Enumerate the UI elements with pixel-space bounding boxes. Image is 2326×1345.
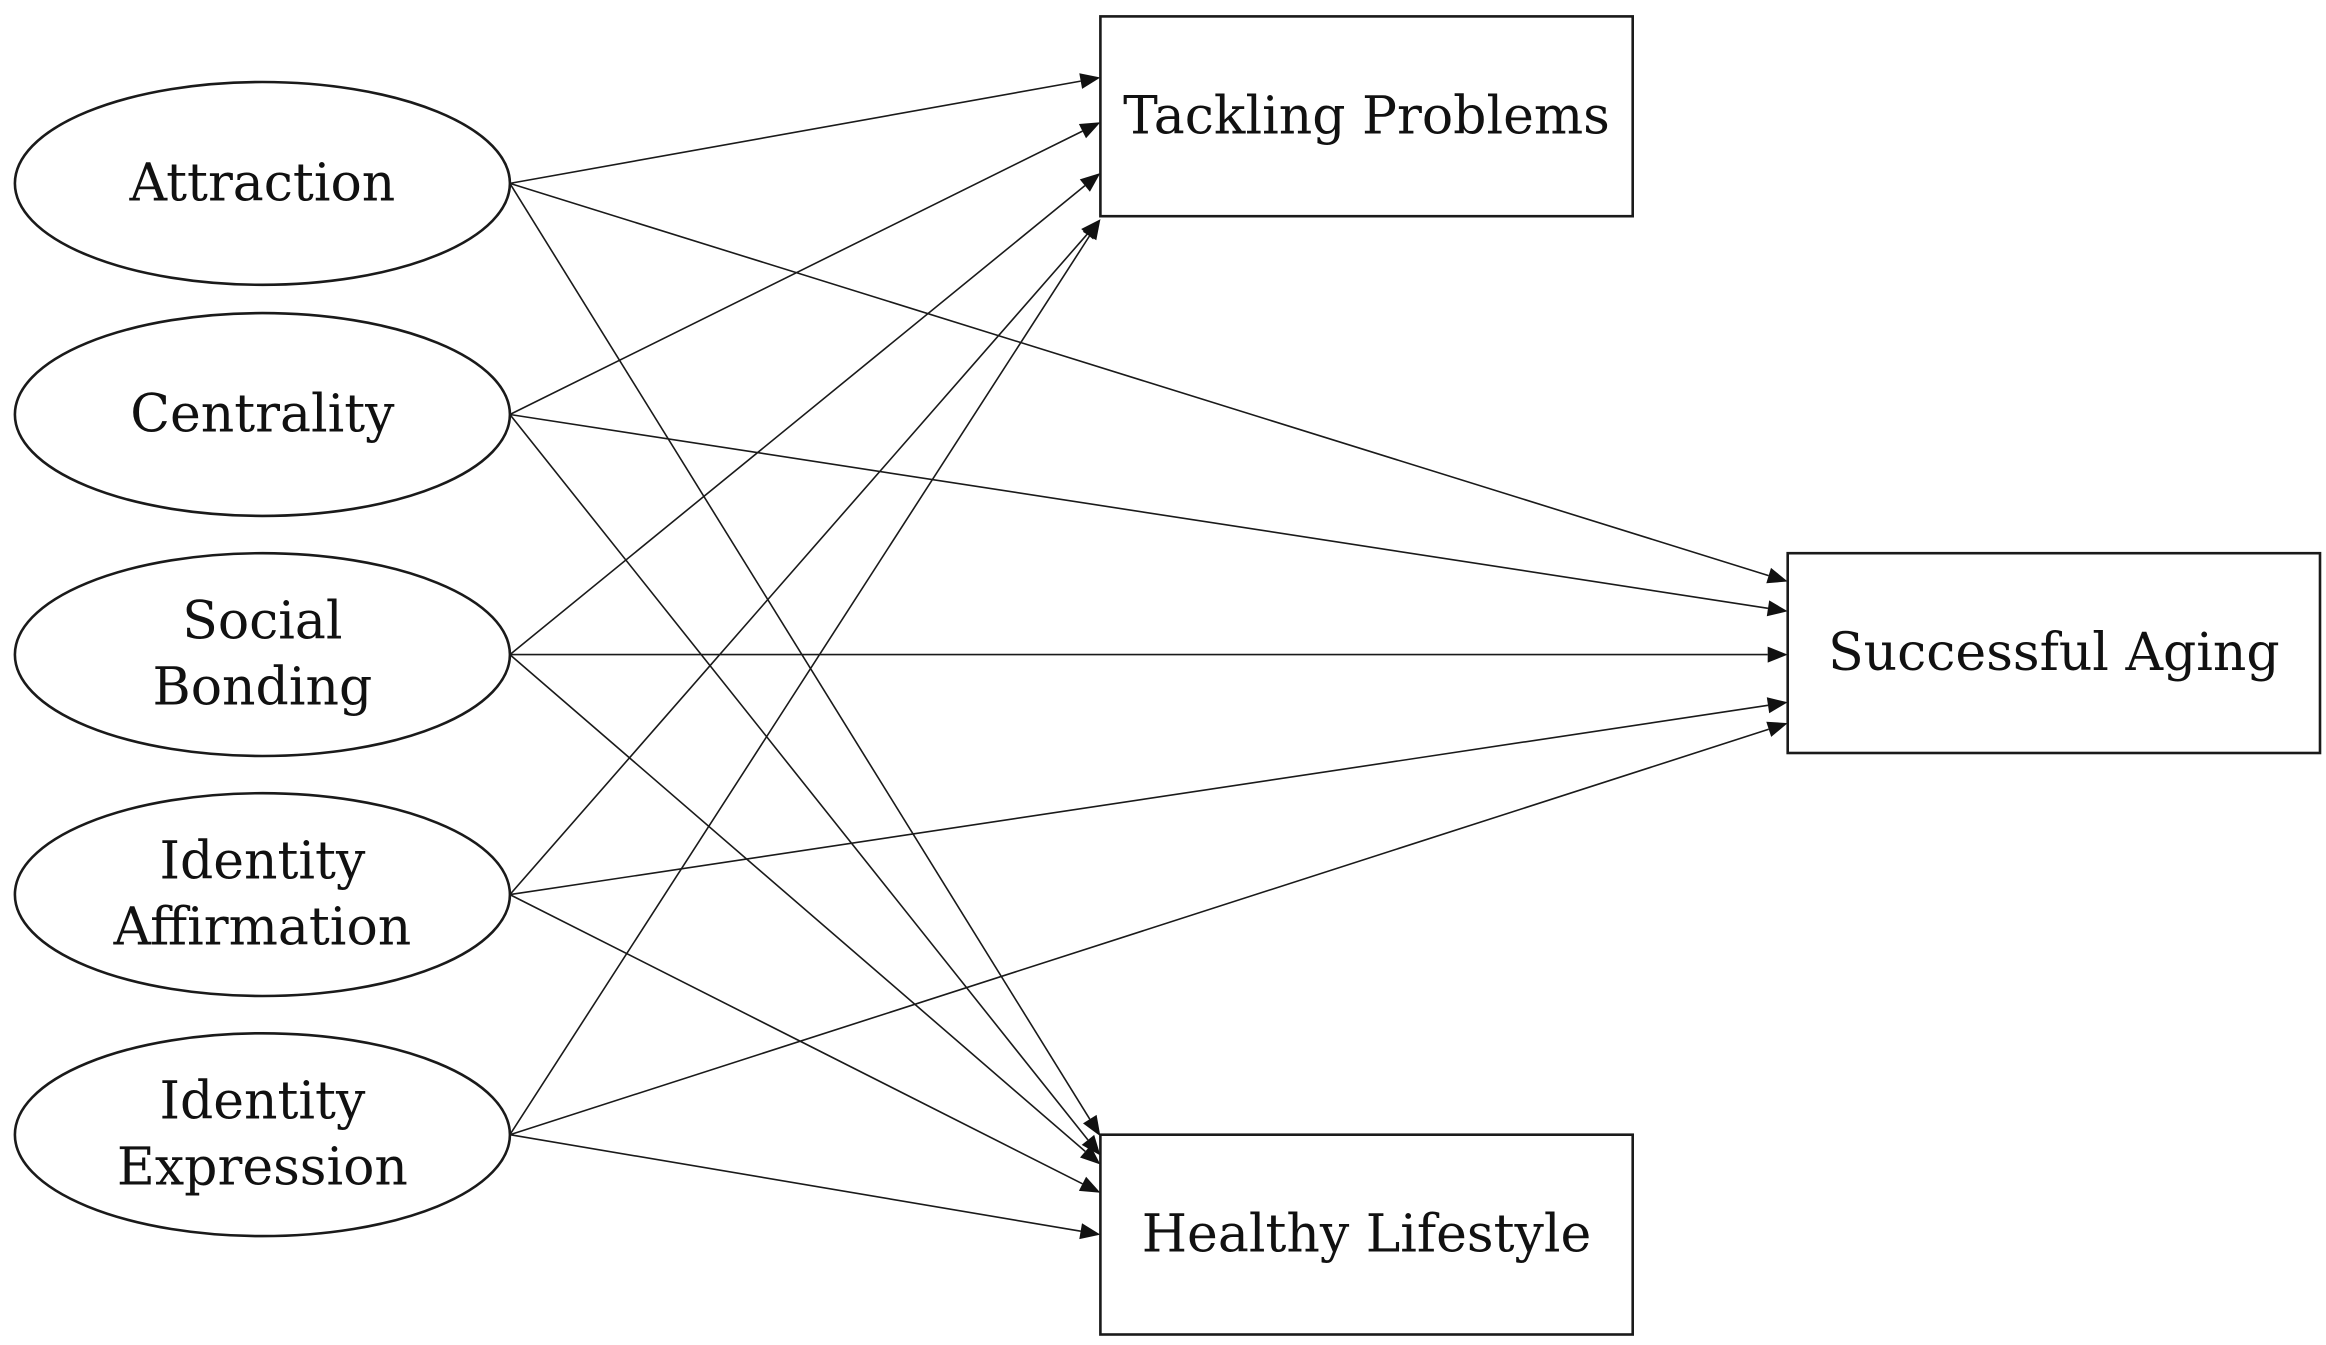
nodes-layer: AttractionCentralitySocialBondingIdentit… [13, 15, 2322, 1336]
edge-attraction-to-successful-aging [509, 182, 1769, 577]
node-label: Identity [159, 832, 366, 892]
node-label: Social [182, 592, 342, 652]
edge-social-bonding-to-tackling-problems [509, 184, 1086, 656]
node-label: Attraction [129, 153, 396, 213]
node-label: Healthy Lifestyle [1142, 1205, 1592, 1265]
arrowhead-icon [1081, 1134, 1101, 1156]
node-label: Centrality [130, 385, 395, 445]
construct-ellipse [13, 311, 512, 518]
outcome-box [1786, 551, 2322, 755]
arrowhead-icon [1079, 1223, 1101, 1240]
arrowhead-icon [1082, 219, 1101, 241]
edges-layer [509, 73, 1788, 1240]
edge-identity-expression-to-tackling-problems [509, 235, 1091, 1136]
arrowhead-icon [1766, 600, 1788, 617]
construct-ellipse [13, 80, 512, 287]
edge-centrality-to-successful-aging [509, 413, 1769, 610]
construct-ellipse [13, 1031, 512, 1238]
construct-ellipse [13, 791, 512, 998]
arrowhead-icon [1766, 697, 1788, 714]
edge-attraction-to-tackling-problems [509, 80, 1081, 185]
node-tackling-problems: Tackling Problems [1099, 15, 1635, 218]
arrowhead-icon [1079, 173, 1101, 192]
edge-attraction-to-healthy-lifestyle [509, 182, 1091, 1120]
node-label: Tackling Problems [1123, 86, 1610, 146]
edge-social-bonding-to-healthy-lifestyle [509, 653, 1086, 1153]
node-label: Identity [159, 1072, 366, 1132]
edge-identity-expression-to-successful-aging [509, 728, 1769, 1136]
arrowhead-icon [1766, 567, 1788, 584]
edge-identity-affirmation-to-successful-aging [509, 704, 1769, 896]
node-attraction: Attraction [13, 80, 512, 287]
edge-centrality-to-healthy-lifestyle [509, 414, 1089, 1141]
node-healthy-lifestyle: Healthy Lifestyle [1099, 1133, 1635, 1336]
node-label: Affirmation [113, 898, 412, 958]
edge-identity-affirmation-to-healthy-lifestyle [509, 893, 1083, 1185]
arrowhead-icon [1766, 721, 1788, 737]
node-centrality: Centrality [13, 311, 512, 518]
edge-centrality-to-tackling-problems [509, 130, 1083, 416]
node-label: Expression [117, 1138, 408, 1198]
arrowhead-icon [1083, 1114, 1101, 1137]
edge-identity-affirmation-to-tackling-problems [509, 233, 1088, 896]
node-label: Bonding [153, 658, 373, 718]
construct-ellipse [13, 551, 512, 758]
edge-identity-expression-to-healthy-lifestyle [509, 1133, 1081, 1232]
node-label: Successful Aging [1828, 623, 2280, 683]
arrowhead-icon [1079, 73, 1101, 89]
arrowhead-icon [1767, 646, 1788, 663]
node-successful-aging: Successful Aging [1786, 551, 2322, 755]
outcome-box [1099, 15, 1635, 218]
arrowhead-icon [1078, 122, 1101, 139]
arrowhead-icon [1078, 1176, 1101, 1193]
arrowhead-icon [1080, 1145, 1101, 1165]
outcome-box [1099, 1133, 1635, 1336]
